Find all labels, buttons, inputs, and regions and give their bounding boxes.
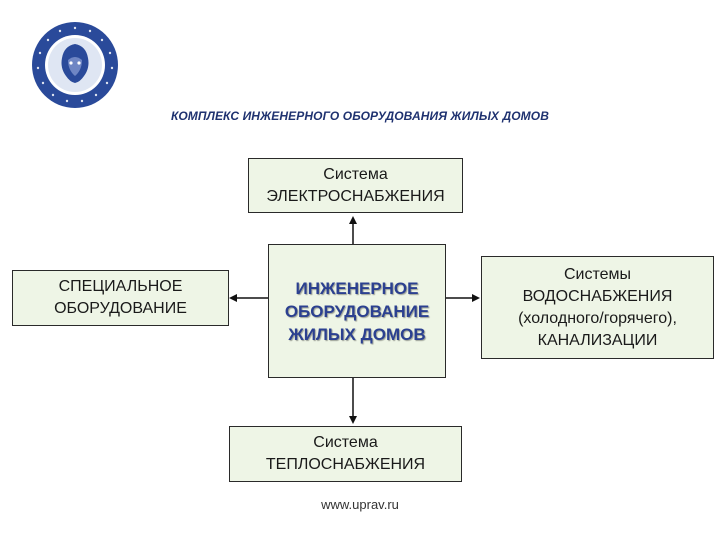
diagram-title: КОМПЛЕКС ИНЖЕНЕРНОГО ОБОРУДОВАНИЯ ЖИЛЫХ … bbox=[171, 109, 549, 123]
center-line-3: ЖИЛЫХ ДОМОВ bbox=[288, 324, 426, 344]
footer-url: www.uprav.ru bbox=[321, 497, 399, 512]
heat-supply-line-1: Система bbox=[313, 434, 378, 451]
center-line-2: ОБОРУДОВАНИЕ bbox=[284, 301, 430, 321]
heat-supply-line-2: ТЕПЛОСНАБЖЕНИЯ bbox=[265, 456, 426, 473]
power-supply-line-1: Система bbox=[323, 165, 388, 183]
water-supply-line-4: КАНАЛИЗАЦИИ bbox=[537, 331, 658, 349]
power-supply-line-2: ЭЛЕКТРОСНАБЖЕНИЯ bbox=[266, 187, 445, 205]
water-supply-line-1: Системы bbox=[563, 265, 632, 283]
heat-supply-box: Система ТЕПЛОСНАБЖЕНИЯ bbox=[229, 426, 462, 482]
engineering-equipment-box: ИНЖЕНЕРНОЕ ОБОРУДОВАНИЕ ЖИЛЫХ ДОМОВ bbox=[268, 244, 446, 378]
special-equipment-line-2: ОБОРУДОВАНИЕ bbox=[54, 300, 187, 317]
power-supply-box: Система ЭЛЕКТРОСНАБЖЕНИЯ bbox=[248, 158, 463, 213]
special-equipment-line-1: СПЕЦИАЛЬНОЕ bbox=[58, 278, 183, 295]
school-logo bbox=[32, 22, 118, 108]
center-line-1: ИНЖЕНЕРНОЕ bbox=[295, 278, 419, 298]
special-equipment-box: СПЕЦИАЛЬНОЕ ОБОРУДОВАНИЕ bbox=[12, 270, 229, 326]
water-supply-box: Системы ВОДОСНАБЖЕНИЯ (холодного/горячег… bbox=[481, 256, 714, 359]
water-supply-line-2: ВОДОСНАБЖЕНИЯ bbox=[522, 287, 673, 305]
water-supply-line-3: (холодного/горячего), bbox=[518, 309, 677, 327]
